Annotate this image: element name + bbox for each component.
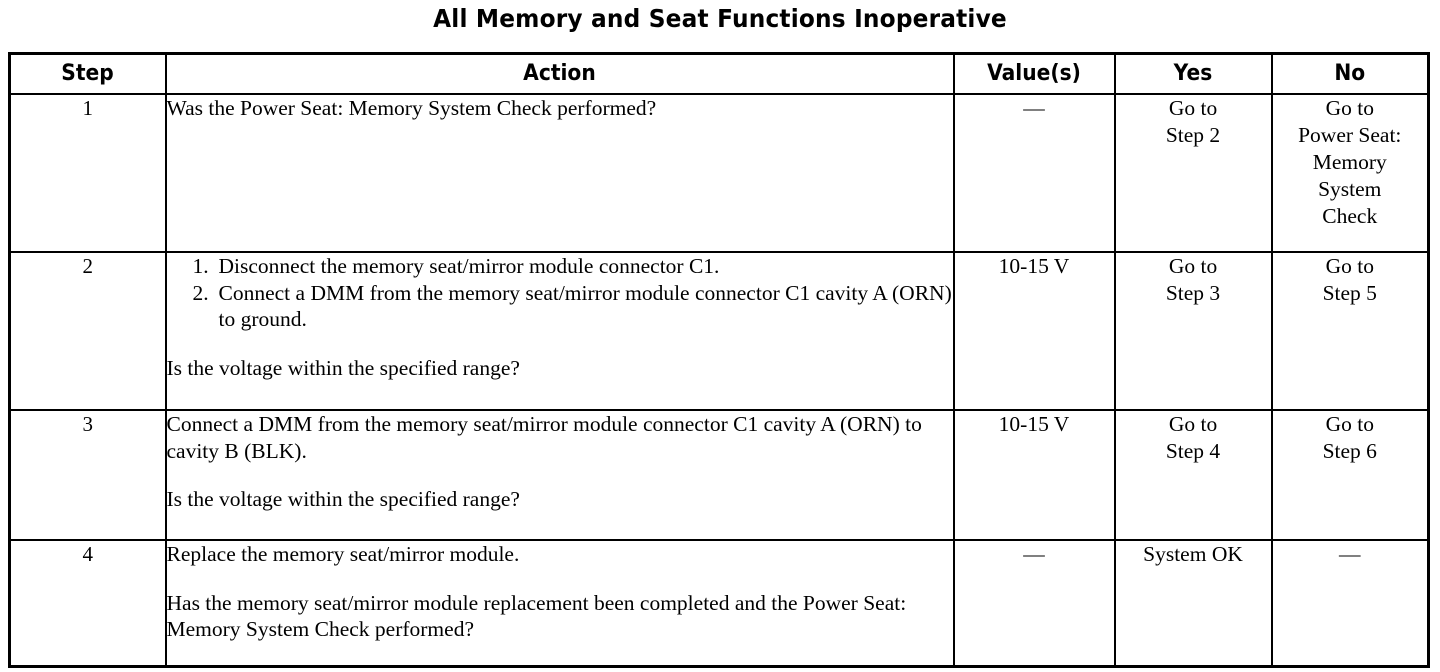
yes-result-cell: Go to Step 3 [1113, 251, 1273, 411]
yes-result-cell: Go to Step 4 [1113, 409, 1273, 541]
no-result-cell: Go to Power Seat: Memory System Check [1270, 93, 1430, 253]
no-result-cell: Go to Step 5 [1270, 251, 1430, 411]
table-header: Step Action Value(s) Yes No [8, 52, 1430, 95]
action-text: Connect a DMM from the memory seat/mirro… [166, 412, 922, 463]
value-cell: 10-15 V [952, 251, 1116, 411]
spacer [167, 568, 953, 590]
step-number: 2 [8, 251, 167, 411]
diagnostic-table: Step Action Value(s) Yes No 1 Was the Po… [8, 52, 1430, 668]
step-number: 1 [8, 93, 167, 253]
action-cell: Disconnect the memory seat/mirror module… [164, 251, 955, 411]
column-header-values-label: Value(s) [987, 61, 1081, 86]
action-question: Has the memory seat/mirror module replac… [166, 590, 907, 642]
step-number: 4 [8, 539, 167, 667]
action-cell: Replace the memory seat/mirror module. H… [164, 539, 955, 667]
column-header-no: No [1270, 52, 1430, 95]
yes-result-cell: System OK [1113, 539, 1273, 667]
value-cell: 10-15 V [952, 409, 1116, 541]
column-header-no-label: No [1334, 61, 1366, 86]
column-header-yes-label: Yes [1173, 61, 1213, 86]
spacer [167, 464, 953, 486]
action-substep: Connect a DMM from the memory seat/mirro… [193, 280, 952, 332]
spacer [167, 333, 953, 355]
value-cell: — [952, 539, 1116, 667]
column-header-values: Value(s) [952, 52, 1116, 95]
table-row: 3 Connect a DMM from the memory seat/mir… [8, 409, 1430, 541]
table-row: 2 Disconnect the memory seat/mirror modu… [8, 251, 1430, 411]
table-row: 4 Replace the memory seat/mirror module.… [8, 539, 1430, 667]
no-result-cell: Go to Step 6 [1270, 409, 1430, 541]
column-header-step-label: Step [61, 61, 114, 86]
table-header-row: Step Action Value(s) Yes No [8, 52, 1430, 95]
step-number: 3 [8, 409, 167, 541]
column-header-action: Action [164, 52, 955, 95]
action-cell: Was the Power Seat: Memory System Check … [164, 93, 955, 253]
table-body: 1 Was the Power Seat: Memory System Chec… [8, 93, 1430, 667]
action-substep-list: Disconnect the memory seat/mirror module… [167, 253, 953, 333]
table-row: 1 Was the Power Seat: Memory System Chec… [8, 93, 1430, 253]
action-cell: Connect a DMM from the memory seat/mirro… [164, 409, 955, 541]
column-header-action-label: Action [523, 61, 596, 86]
page-title: All Memory and Seat Functions Inoperativ… [433, 4, 1007, 33]
action-question: Is the voltage within the specified rang… [166, 355, 520, 380]
diagnostic-table-container: Step Action Value(s) Yes No 1 Was the Po… [8, 52, 1430, 668]
action-text: Was the Power Seat: Memory System Check … [166, 96, 657, 120]
yes-result-cell: Go to Step 2 [1113, 93, 1273, 253]
column-header-step: Step [8, 52, 167, 95]
action-question: Is the voltage within the specified rang… [166, 487, 520, 512]
value-cell: — [952, 93, 1116, 253]
column-header-yes: Yes [1113, 52, 1273, 95]
action-text: Replace the memory seat/mirror module. [166, 542, 520, 566]
action-substep: Disconnect the memory seat/mirror module… [193, 253, 720, 279]
no-result-cell: — [1270, 539, 1430, 667]
